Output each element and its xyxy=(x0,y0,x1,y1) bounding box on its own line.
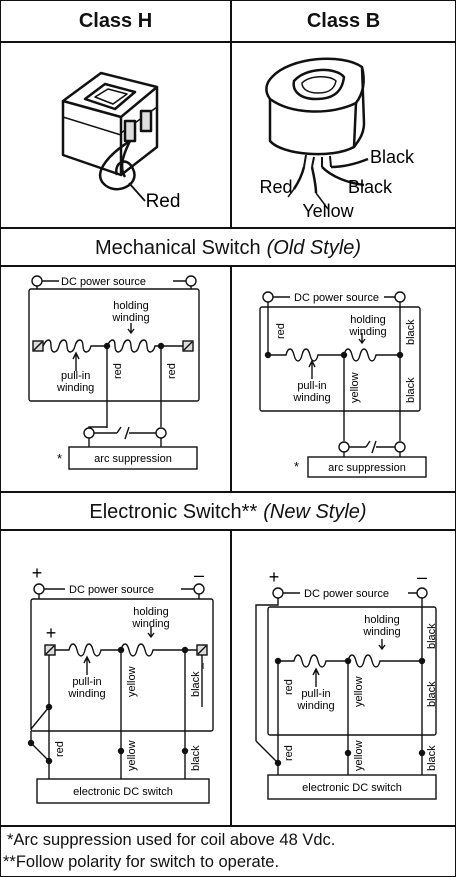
elec-b-source-label: DC power source xyxy=(304,588,389,600)
elec-b-black-1: black xyxy=(426,623,438,649)
mech-b-pullin-winding: winding xyxy=(292,392,330,404)
mechanical-class-h-diagram: DC power source holding winding pull-in … xyxy=(1,267,230,491)
mech-h-asterisk: * xyxy=(57,451,62,466)
divider-header xyxy=(1,41,455,43)
divider-footnotes xyxy=(1,825,455,827)
mechanical-switch-band: Mechanical Switch (Old Style) xyxy=(1,229,455,267)
electronic-class-h-diagram: + – DC power source holding winding + – … xyxy=(1,531,230,825)
class-b-lead-red: Red xyxy=(259,177,292,197)
mech-b-pullin: pull-in xyxy=(297,380,326,392)
elec-b-yellow-1: yellow xyxy=(353,676,365,707)
divider-mechanical-band-top xyxy=(1,227,455,229)
footnote-polarity: **Follow polarity for switch to operate. xyxy=(3,853,280,871)
elec-b-holding: holding xyxy=(364,614,399,626)
mech-b-arc-suppression: arc suppression xyxy=(328,462,406,474)
divider-col-mech xyxy=(230,265,232,491)
mechanical-band-title: Mechanical Switch xyxy=(94,236,261,259)
class-h-coil-illustration: Red xyxy=(61,71,181,212)
mech-h-holding: holding xyxy=(113,300,148,312)
mech-b-winding: winding xyxy=(348,326,386,338)
mech-b-black-1: black xyxy=(405,319,417,345)
elec-b-black-2: black xyxy=(426,681,438,707)
electronic-band-title: Electronic Switch** xyxy=(89,500,258,523)
elec-h-dc-switch: electronic DC switch xyxy=(73,786,173,798)
elec-b-red-2: red xyxy=(283,745,295,761)
mech-h-pullin: pull-in xyxy=(61,370,90,382)
elec-h-winding: winding xyxy=(131,618,169,630)
mech-h-red-2: red xyxy=(166,363,178,379)
elec-h-pullin-winding: winding xyxy=(67,688,105,700)
divider-col-top xyxy=(230,1,232,229)
class-b-lead-black-1: Black xyxy=(370,147,415,167)
mech-h-source-label: DC power source xyxy=(61,276,146,288)
mech-b-holding: holding xyxy=(350,314,385,326)
elec-h-plus-1: + xyxy=(32,563,43,583)
mech-b-black-2: black xyxy=(405,377,417,403)
footnote-arc-suppression: *Arc suppression used for coil above 48 … xyxy=(7,831,336,849)
elec-h-yellow-2: yellow xyxy=(126,740,138,771)
class-b-coil-illustration: Black Red Black Yellow xyxy=(259,57,415,221)
class-h-coil-panel: Red xyxy=(1,43,230,227)
mech-b-asterisk: * xyxy=(294,459,299,474)
elec-b-pullin-winding: winding xyxy=(296,700,334,712)
mech-h-winding: winding xyxy=(111,312,149,324)
electronic-band-style: (New Style) xyxy=(263,500,367,523)
elec-b-black-3: black xyxy=(426,745,438,771)
elec-h-plus-2: + xyxy=(46,623,57,643)
elec-h-red: red xyxy=(54,741,66,757)
elec-h-black-2: black xyxy=(190,745,202,771)
elec-b-plus: + xyxy=(269,567,280,587)
mechanical-class-b-diagram: DC power source red holding winding blac… xyxy=(232,267,455,491)
mech-h-pullin-winding: winding xyxy=(56,382,94,394)
divider-mechanical-band-bottom xyxy=(1,265,455,267)
class-b-coil-panel: Black Red Black Yellow xyxy=(232,43,455,227)
elec-b-yellow-2: yellow xyxy=(353,740,365,771)
elec-h-minus: – xyxy=(194,565,204,585)
elec-h-minus-2: – xyxy=(197,662,209,669)
mech-h-red-1: red xyxy=(112,363,124,379)
elec-h-holding: holding xyxy=(133,606,168,618)
divider-electronic-band-top xyxy=(1,491,455,493)
elec-h-black-1: black xyxy=(190,671,202,697)
mech-b-source-label: DC power source xyxy=(294,292,379,304)
electronic-class-b-diagram: + – DC power source holding winding blac… xyxy=(232,531,455,825)
divider-electronic-band-bottom xyxy=(1,529,455,531)
elec-b-pullin: pull-in xyxy=(301,688,330,700)
divider-col-elec xyxy=(230,529,232,825)
class-b-lead-yellow: Yellow xyxy=(302,201,354,221)
elec-b-winding: winding xyxy=(362,626,400,638)
elec-h-pullin: pull-in xyxy=(72,676,101,688)
elec-b-red-1: red xyxy=(283,679,295,695)
elec-h-source-label: DC power source xyxy=(69,584,154,596)
class-h-lead-label: Red xyxy=(146,191,181,212)
elec-h-yellow-1: yellow xyxy=(126,666,138,697)
header-class-h: Class H xyxy=(78,9,153,32)
electronic-switch-band: Electronic Switch** (New Style) xyxy=(1,493,455,531)
header-class-b: Class B xyxy=(306,9,381,32)
mech-b-red: red xyxy=(275,323,287,339)
mechanical-band-style: (Old Style) xyxy=(266,236,362,259)
elec-b-dc-switch: electronic DC switch xyxy=(302,782,402,794)
mech-b-yellow: yellow xyxy=(349,372,361,403)
class-b-lead-black-2: Black xyxy=(348,177,393,197)
elec-b-minus: – xyxy=(417,567,427,587)
mech-h-arc-suppression: arc suppression xyxy=(94,453,172,465)
